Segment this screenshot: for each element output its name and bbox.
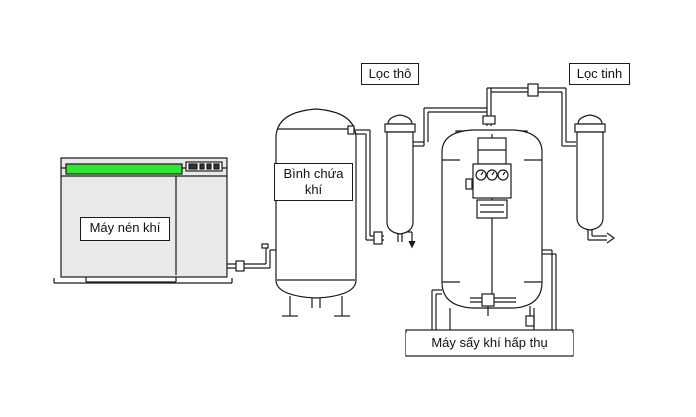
coarse-filter-label: Lọc thô — [361, 63, 419, 85]
tank-label-line2: khí — [304, 182, 323, 197]
air-receiver-tank — [275, 108, 357, 317]
coarse-filter — [384, 114, 424, 243]
fine-filter-label: Lọc tinh — [569, 63, 630, 85]
adsorption-dryer — [405, 129, 574, 357]
flow-arrow-icon — [606, 232, 616, 244]
flow-arrow-icon — [408, 240, 416, 249]
fine-filter — [574, 114, 608, 241]
dryer-label: Máy sấy khí hấp thụ — [406, 333, 573, 355]
pipe-compressor-to-tank — [227, 243, 280, 272]
pipe-tank-to-coarse-filter — [356, 129, 384, 245]
tank-label: Bình chứa khí — [274, 163, 353, 201]
compressor-label: Máy nén khí — [80, 217, 170, 241]
pipe-coarse-filter-to-dryer — [423, 83, 576, 147]
tank-label-line1: Bình chứa — [283, 166, 344, 181]
